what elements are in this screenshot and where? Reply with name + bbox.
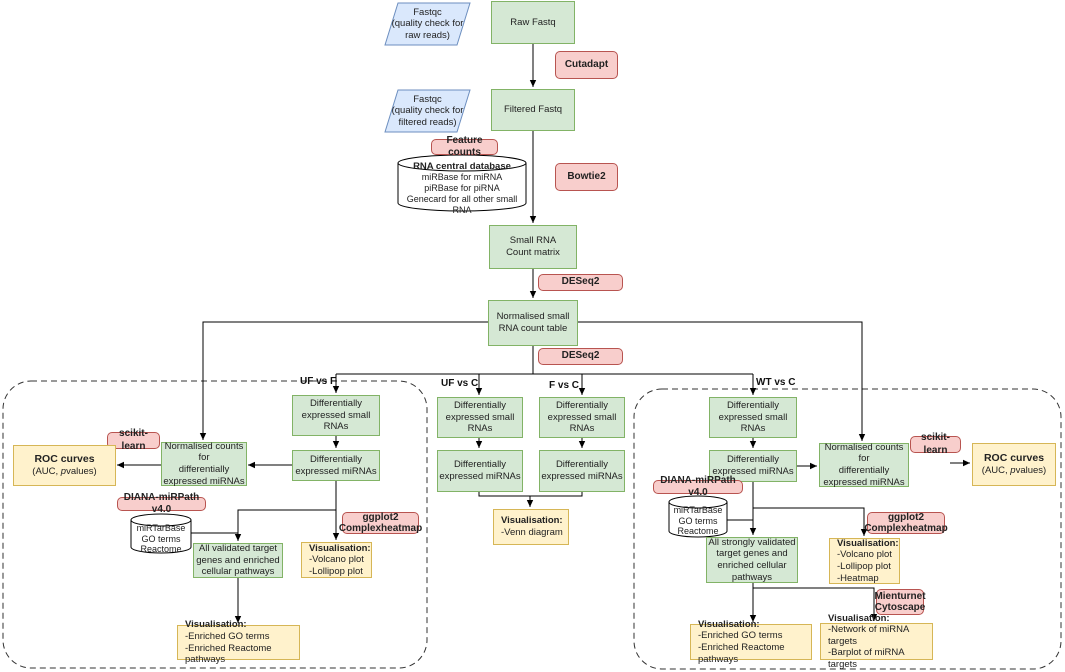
left-diff-mirna-node: Differentially expressed miRNAs	[292, 450, 380, 481]
right-visualisation-enrichment: Visualisation:-Enriched GO terms -Enrich…	[690, 619, 812, 665]
right-scikit-learn-tool: scikit-learn	[910, 432, 961, 456]
right-target-genes-node: All strongly validated target genes and …	[706, 537, 798, 583]
fastqc-raw-shape	[384, 2, 471, 46]
uf-c-diff-mirna-node: Differentially expressed miRNAs	[437, 450, 523, 492]
left-diff-small-rna-node: Differentially expressed small RNAs	[292, 395, 380, 436]
left-database-cylinder	[130, 513, 192, 554]
venn-visualisation: Visualisation:-Venn diagram	[493, 509, 569, 545]
right-diana-mirpath-tool: DIANA-miRPath v4.0	[653, 475, 743, 498]
left-scikit-learn-tool: scikit-learn	[107, 428, 160, 452]
left-roc-title: ROC curves	[34, 453, 95, 466]
left-roc-subtitle: (AUC, pvalues)	[32, 466, 97, 478]
label-uf-vs-c: UF vs C	[441, 378, 479, 389]
left-diana-mirpath-tool: DIANA-miRPath v4.0	[117, 492, 206, 515]
right-visualisation-volcano: Visualisation:-Volcano plot -Lollipop pl…	[829, 538, 900, 584]
right-database-cylinder	[668, 495, 728, 538]
deseq2-tool-top: DESeq2	[538, 274, 623, 291]
deseq2-tool-mid: DESeq2	[538, 348, 623, 365]
right-ggplot2-complexheatmap-tool: ggplot2 Complexheatmap	[864, 512, 948, 534]
rna-central-database-cylinder	[397, 154, 527, 212]
f-c-diff-small-rna-node: Differentially expressed small RNAs	[539, 397, 625, 438]
feature-counts-tool: Feature counts	[431, 135, 498, 158]
f-c-diff-mirna-node: Differentially expressed miRNAs	[539, 450, 625, 492]
bowtie2-tool: Bowtie2	[555, 163, 618, 191]
uf-c-diff-small-rna-node: Differentially expressed small RNAs	[437, 397, 523, 438]
fastqc-filtered-shape	[384, 89, 471, 133]
left-visualisation-enrichment: Visualisation:-Enriched GO terms -Enrich…	[177, 619, 300, 665]
label-uf-vs-f: UF vs F	[300, 376, 337, 387]
left-ggplot2-complexheatmap-tool: ggplot2 Complexheatmap	[338, 512, 423, 534]
label-f-vs-c: F vs C	[549, 380, 580, 391]
mienturnet-cytoscape-tool: Mienturnet Cytoscape	[874, 589, 926, 615]
right-roc-title: ROC curves	[983, 452, 1045, 465]
count-matrix-node: Small RNA Count matrix	[489, 225, 577, 269]
left-roc-curves-node: ROC curves (AUC, pvalues)	[13, 445, 116, 486]
right-diff-mirna-node: Differentially expressed miRNAs	[709, 450, 797, 482]
right-roc-curves-node: ROC curves (AUC, pvalues)	[972, 443, 1056, 486]
left-target-genes-node: All validated target genes and enriched …	[193, 543, 283, 578]
left-normalised-counts-node: Normalised counts for differentially exp…	[161, 441, 247, 487]
right-roc-subtitle: (AUC, pvalues)	[981, 465, 1047, 477]
right-normalised-counts-node: Normalised counts for differentially exp…	[819, 442, 909, 488]
group-uf-vs-f	[2, 380, 428, 669]
right-diff-small-rna-node: Differentially expressed small RNAs	[709, 397, 797, 438]
cutadapt-tool: Cutadapt	[555, 51, 618, 79]
filtered-fastq-node: Filtered Fastq	[491, 89, 575, 131]
raw-fastq-node: Raw Fastq	[491, 1, 575, 44]
label-wt-vs-c: WT vs C	[756, 377, 796, 388]
group-wt-vs-c	[633, 388, 1062, 670]
left-visualisation-volcano: Visualisation:-Volcano plot -Lollipop pl…	[301, 542, 372, 578]
right-visualisation-network: Visualisation:-Network of miRNA targets …	[820, 613, 933, 670]
normalised-count-table-node: Normalised small RNA count table	[488, 300, 578, 346]
